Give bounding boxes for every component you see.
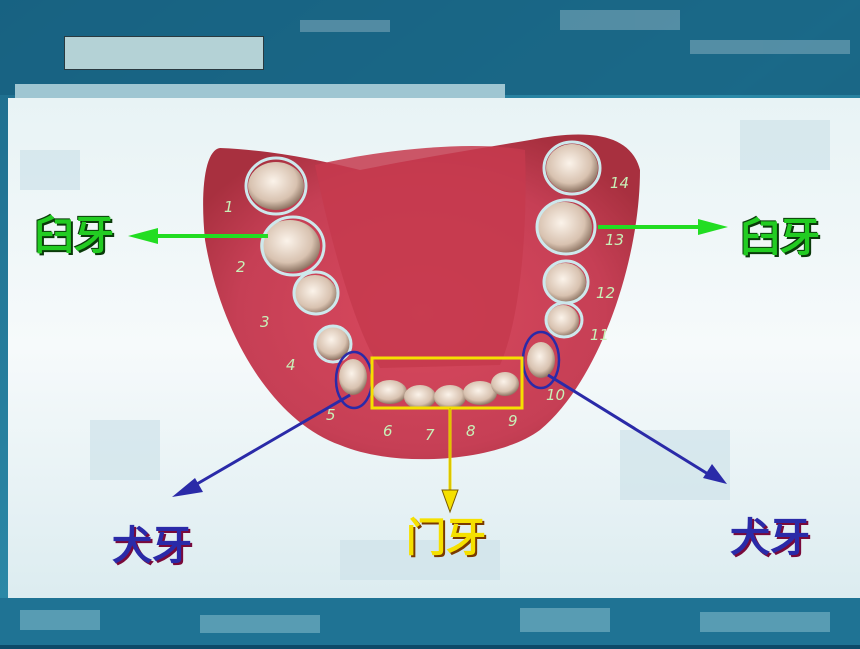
- label-molar-right: 臼牙: [740, 215, 820, 261]
- incisor-arrow: [441, 408, 459, 514]
- slide-title-box: [64, 36, 264, 70]
- tooth-number: 5: [326, 406, 336, 424]
- teeth-front: [373, 372, 519, 409]
- label-incisor: 门牙: [406, 515, 486, 561]
- tooth-number: 13: [605, 231, 624, 249]
- canine-arrows: [172, 373, 727, 497]
- tooth-number: 11: [590, 326, 609, 344]
- label-canine-right: 犬牙: [730, 515, 810, 561]
- incisor-highlight-box: [370, 356, 524, 410]
- teeth-left: [248, 162, 367, 395]
- tooth-number: 2: [236, 258, 246, 276]
- label-canine-left: 犬牙: [112, 523, 192, 569]
- tooth-number: 10: [546, 386, 565, 404]
- molar-arrows: [128, 219, 728, 244]
- label-molar-left: 臼牙: [34, 213, 114, 259]
- tooth-number-labels: 1 2 3 4 5 6 7 8 9 10 11 12 13 14: [224, 174, 629, 444]
- tooth-number: 9: [508, 412, 518, 430]
- tooth-number: 8: [466, 422, 476, 440]
- lower-jaw: [203, 134, 640, 460]
- tooth-number: 14: [610, 174, 629, 192]
- tooth-number: 4: [286, 356, 296, 374]
- tooth-number: 1: [224, 198, 234, 216]
- teeth-right: [527, 144, 598, 378]
- tooth-number: 12: [596, 284, 615, 302]
- tooth-number: 3: [260, 313, 270, 331]
- tooth-number: 7: [425, 426, 435, 444]
- molar-highlight-circles: [244, 140, 602, 364]
- tooth-number: 6: [383, 422, 393, 440]
